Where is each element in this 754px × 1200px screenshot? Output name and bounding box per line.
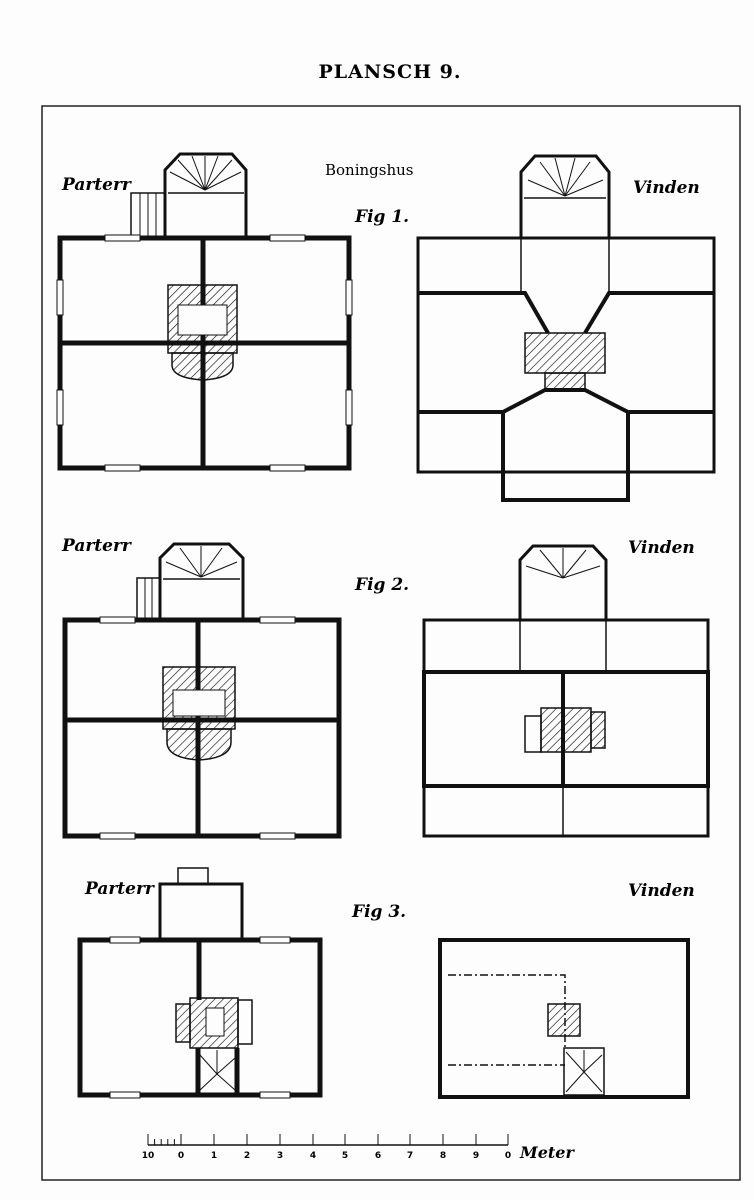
scale-tick-label: 7 — [407, 1151, 413, 1161]
fig2-vinden-plan: Vinden — [422, 538, 710, 838]
fig3-vinden-label: Vinden — [628, 881, 695, 901]
scale-tick-label: 3 — [277, 1151, 283, 1161]
fig3-label: Fig 3. — [351, 902, 406, 922]
fig2-parterr-label: Parterr — [61, 536, 132, 556]
fig2-label: Fig 2. — [354, 575, 409, 595]
scale-tick-label: 9 — [473, 1151, 479, 1161]
scale-bar: 10 0 1 2 3 4 5 6 7 8 9 0 Meter — [142, 1134, 575, 1162]
subtitle: Boningshus — [325, 161, 414, 179]
scale-tick-label: 0 — [178, 1151, 184, 1161]
scale-tick-label: 2 — [244, 1151, 250, 1161]
fig1-vinden-label: Vinden — [633, 178, 700, 198]
fig1-parterr-label: Parterr — [61, 175, 132, 195]
scale-tick-label: 10 — [142, 1151, 155, 1161]
fig2-parterr-plan: Parterr Fig 2. — [61, 536, 409, 840]
scale-tick-label: 4 — [310, 1151, 316, 1161]
scale-tick-label: 8 — [440, 1151, 446, 1161]
fig1-vinden-plan: Vinden Boningshus Fig 1. — [325, 154, 716, 502]
fig2-vinden-label: Vinden — [628, 538, 695, 558]
scale-unit: Meter — [519, 1143, 575, 1162]
scale-tick-label: 0 — [505, 1151, 511, 1161]
scale-tick-label: 6 — [375, 1151, 381, 1161]
fig1-label: Fig 1. — [354, 207, 409, 227]
fig1-parterr-plan: Parterr — [56, 152, 353, 472]
scale-tick-label: 1 — [211, 1151, 217, 1161]
plate-border — [41, 105, 741, 1181]
fig3-parterr-label: Parterr — [84, 879, 155, 899]
scale-tick-label: 5 — [342, 1151, 348, 1161]
fig3-vinden-plan: Vinden — [438, 881, 695, 1099]
fig3-parterr-plan: Parterr Fig 3. — [77, 867, 406, 1099]
page-title: PLANSCH 9. — [319, 61, 462, 83]
